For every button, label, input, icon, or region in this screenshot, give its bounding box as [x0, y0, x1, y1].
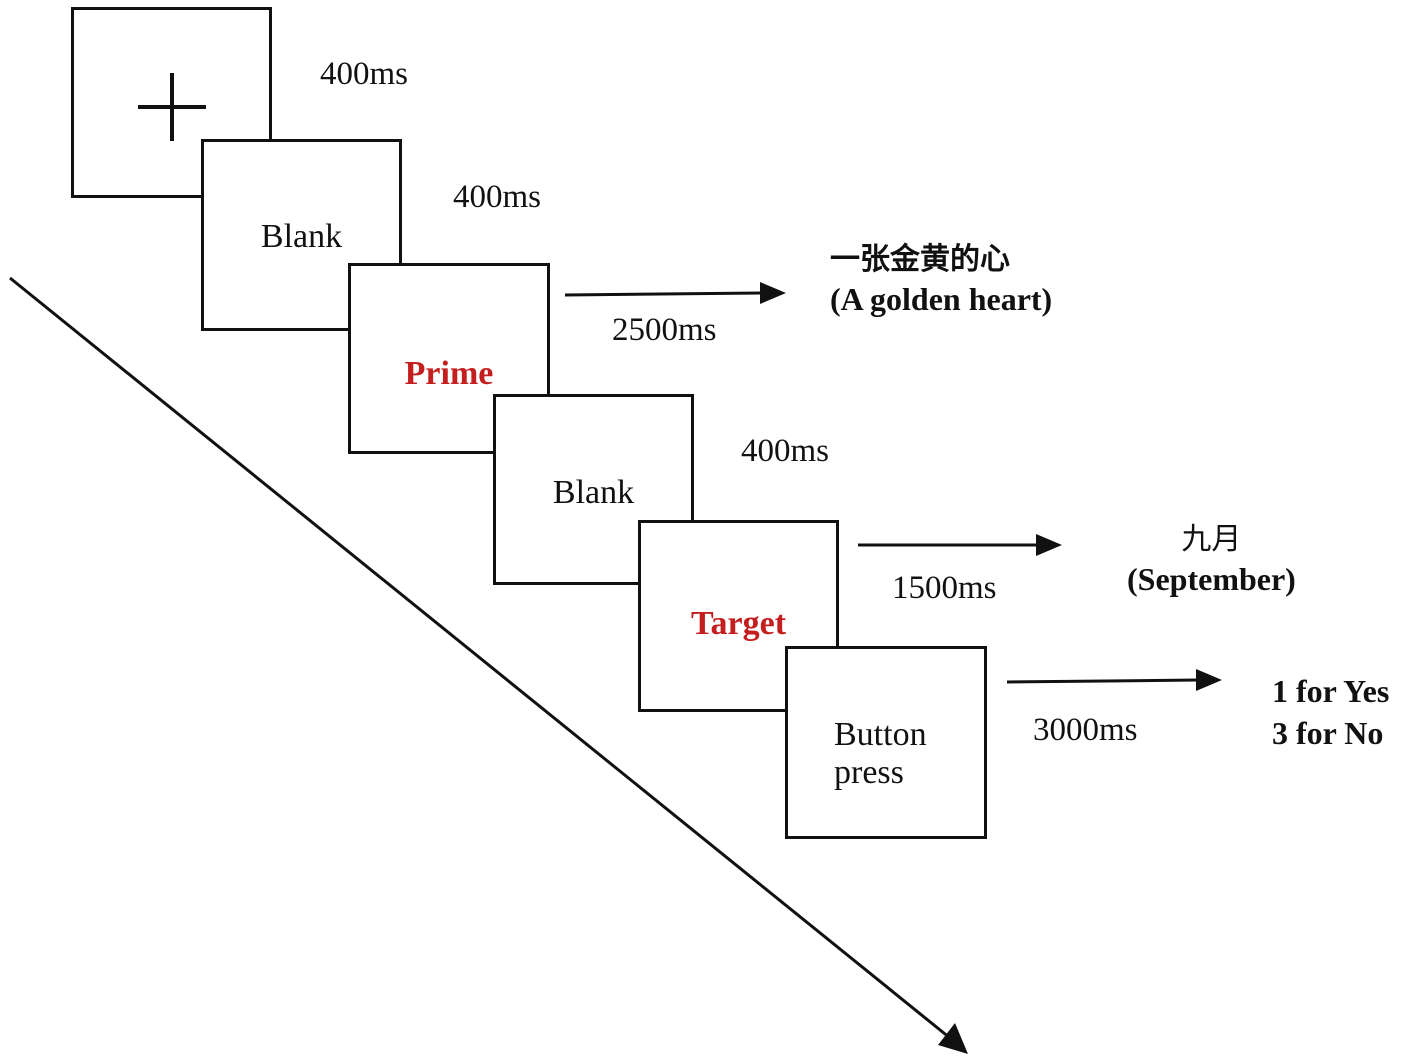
response-keys-note: 1 for Yes 3 for No [1272, 671, 1389, 754]
button-press-screen: Button press [785, 646, 987, 839]
fixation-screen [71, 7, 272, 198]
target-duration: 1500ms [892, 570, 997, 606]
timeline-arrow [9, 276, 968, 1054]
response-pointer-arrow [1006, 669, 1222, 691]
target-pointer-arrow [858, 534, 1062, 556]
response-duration: 3000ms [1033, 712, 1138, 748]
fixation-duration: 400ms [320, 56, 409, 92]
blank2-duration: 400ms [741, 433, 830, 469]
prime-stimulus-note: 一张金黄的心 (A golden heart) [830, 240, 1052, 321]
response-key-yes: 1 for Yes [1272, 673, 1390, 709]
target-stimulus-note: 九月 (September) [1127, 520, 1296, 601]
prime-label: Prime [404, 355, 494, 392]
blank-label-1: Blank [260, 218, 343, 255]
prime-stimulus-english: (A golden heart) [830, 281, 1053, 317]
button-press-label-line2: press [834, 754, 904, 791]
target-stimulus-chinese: 九月 [1181, 522, 1242, 557]
button-press-label-line1: Button [834, 716, 927, 753]
fixation-cross-icon [138, 73, 206, 141]
response-key-no: 3 for No [1272, 714, 1384, 751]
blank1-duration: 400ms [453, 179, 542, 215]
target-stimulus-english: (September) [1127, 561, 1296, 597]
prime-stimulus-chinese: 一张金黄的心 [830, 242, 1010, 277]
prime-pointer-arrow [564, 282, 786, 304]
blank-label-2: Blank [552, 474, 635, 511]
prime-duration: 2500ms [612, 312, 717, 348]
target-label: Target [690, 605, 787, 642]
